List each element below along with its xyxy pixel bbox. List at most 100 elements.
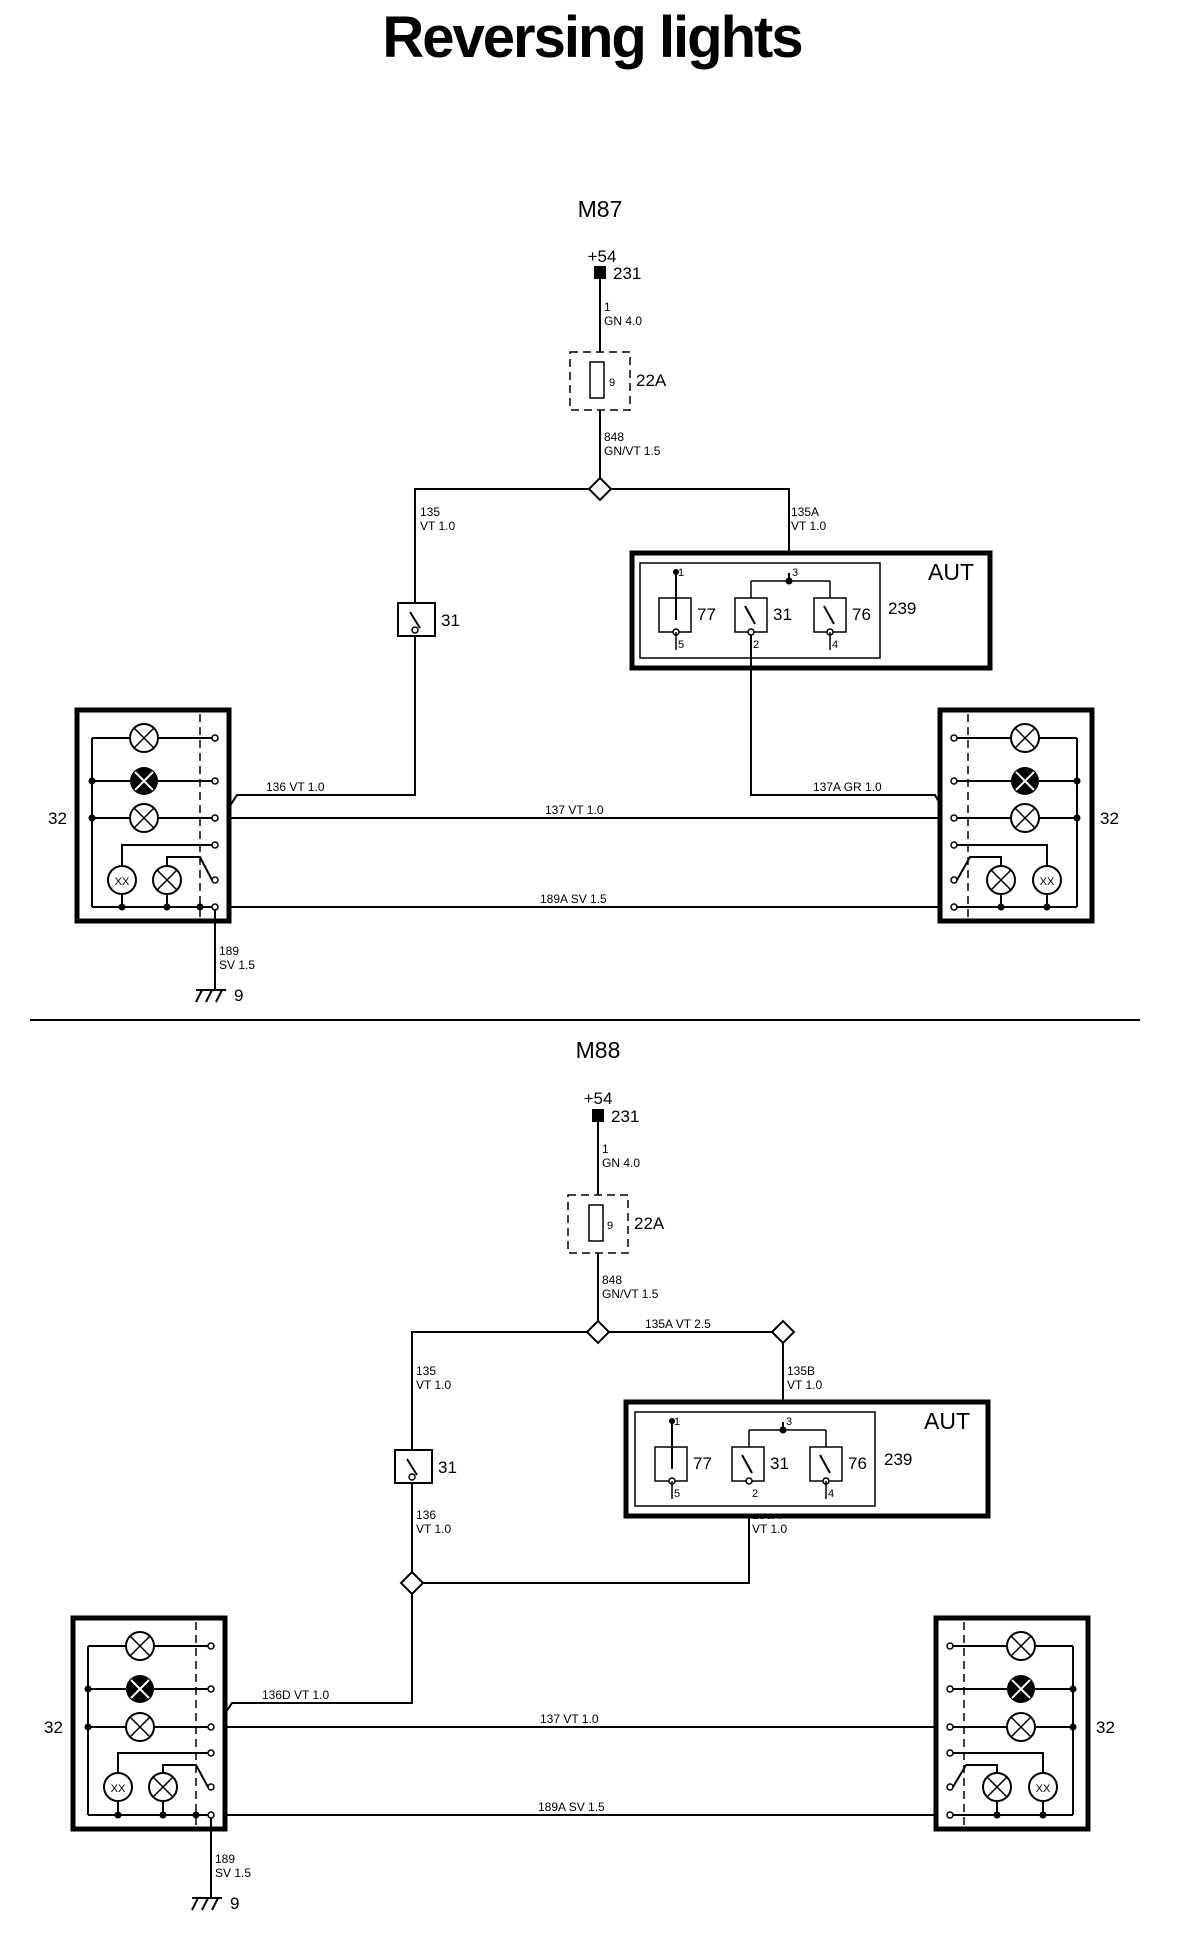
wire: [215, 1594, 413, 1728]
aut-contact-label: 31: [773, 605, 792, 624]
page-title: Reversing lights: [382, 5, 803, 70]
supply-node-label: 231: [613, 264, 641, 283]
supply-label: +54: [588, 247, 617, 266]
wire-label: 135A VT 2.5: [645, 1317, 711, 1331]
wire: [611, 488, 790, 573]
reverse-switch: [394, 1449, 433, 1484]
aut-inner-box: [639, 562, 881, 659]
model-label: M87: [578, 196, 623, 222]
switch-label: 31: [438, 1458, 457, 1477]
aut-pin: 4: [828, 1488, 834, 1500]
wire-label: 137A GR 1.0: [813, 780, 882, 794]
splice-node: [399, 1570, 425, 1596]
fuse-number: 9: [609, 377, 615, 389]
switch-contact-icon: [409, 611, 421, 629]
fuse-box: [567, 1194, 629, 1254]
aut-unit-box: [629, 550, 993, 671]
wire-label: 136 VT 1.0: [266, 780, 325, 794]
fuse-label: 22A: [634, 1214, 665, 1233]
aut-pin: 1: [678, 567, 684, 579]
wire-spec: VT 1.0: [416, 1522, 451, 1536]
lamp-unit-left: XX: [74, 707, 232, 924]
aut-contact-76: [809, 1430, 843, 1499]
switch-label: 31: [441, 611, 460, 630]
aut-contact-label: 76: [848, 1454, 867, 1473]
aut-contact-31: [731, 1430, 765, 1485]
aut-label: AUT: [924, 1408, 970, 1434]
aut-contact-label: 31: [770, 1454, 789, 1473]
aut-pin: 2: [753, 639, 759, 651]
aut-contact-77: [654, 1418, 688, 1499]
aut-pin: 3: [792, 567, 798, 579]
section-m87: M87 +54 231 1 GN 4.0 9 22A 848 GN/VT 1.5…: [48, 196, 1119, 1005]
wire-spec: SV 1.5: [219, 958, 255, 972]
model-label: M88: [576, 1037, 621, 1063]
splice-node: [587, 476, 613, 502]
fuse-icon: [588, 1204, 604, 1242]
aut-number: 239: [884, 1450, 912, 1469]
aut-contact-label: 77: [693, 1454, 712, 1473]
fuse-number: 9: [607, 1220, 613, 1232]
aut-contact-76: [813, 581, 847, 650]
aut-pin: 2: [752, 1488, 758, 1500]
reverse-switch: [397, 602, 436, 637]
fuse-icon: [589, 361, 605, 399]
lamp-unit-label: 32: [48, 809, 67, 828]
wire-spec: GN/VT 1.5: [604, 444, 661, 458]
wire-label: 189A SV 1.5: [538, 1800, 605, 1814]
switch-contact-icon: [406, 1458, 418, 1476]
aut-pin: 4: [832, 639, 838, 651]
aut-label: AUT: [928, 559, 974, 585]
wire-number: 135A: [791, 505, 819, 519]
wire-number: 1: [604, 300, 611, 314]
ground-label: 9: [234, 986, 243, 1005]
lamp-unit-label: 32: [1096, 1718, 1115, 1737]
aut-contact-label: 76: [852, 605, 871, 624]
wire-spec: VT 1.0: [752, 1522, 787, 1536]
lamp-unit-left: XX: [70, 1615, 228, 1832]
supply-terminal: [592, 1109, 604, 1122]
fuse-box: [569, 351, 631, 411]
ground-icon: [191, 1897, 222, 1911]
wire-number: 848: [602, 1273, 622, 1287]
wire-spec: GN 4.0: [602, 1156, 640, 1170]
wire-spec: VT 1.0: [420, 519, 455, 533]
wire-number: 848: [604, 430, 624, 444]
section-m88: M88 +54 231 1 GN 4.0 9 22A 848 GN/VT 1.5…: [44, 1037, 1115, 1913]
wire-label: 137 VT 1.0: [540, 1712, 599, 1726]
svg-text:XX: XX: [111, 1783, 126, 1795]
svg-text:XX: XX: [115, 876, 130, 888]
splice-node: [585, 1319, 611, 1345]
supply-label: +54: [584, 1089, 613, 1108]
wire-spec: VT 1.0: [416, 1378, 451, 1392]
wire-spec: VT 1.0: [787, 1378, 822, 1392]
lamp-unit-right: XX: [933, 1615, 1091, 1832]
svg-text:XX: XX: [1040, 876, 1055, 888]
ground-label: 9: [230, 1894, 239, 1913]
aut-contact-77: [658, 569, 692, 650]
ground-icon: [195, 989, 226, 1003]
lamp-unit-right: XX: [937, 707, 1095, 924]
lamp-unit-label: 32: [1100, 809, 1119, 828]
aut-pin: 3: [786, 1416, 792, 1428]
wire-spec: SV 1.5: [215, 1866, 251, 1880]
fuse-label: 22A: [636, 371, 667, 390]
terminal-icon: [408, 1473, 416, 1481]
aut-number: 239: [888, 599, 916, 618]
aut-contact-label: 77: [697, 605, 716, 624]
aut-pin: 1: [674, 1416, 680, 1428]
wire-label: 137 VT 1.0: [545, 803, 604, 817]
wire-number: 1: [602, 1142, 609, 1156]
wire-number: 136: [416, 1508, 436, 1522]
wire-number: 135: [420, 505, 440, 519]
wire-number: 189: [219, 944, 239, 958]
aut-pin: 5: [678, 639, 684, 651]
aut-pin: 5: [674, 1488, 680, 1500]
wire-label: 189A SV 1.5: [540, 892, 607, 906]
splice-node: [770, 1319, 796, 1345]
terminal-icon: [411, 626, 419, 634]
wire-spec: GN 4.0: [604, 314, 642, 328]
svg-text:XX: XX: [1036, 1783, 1051, 1795]
wire-number: 189: [215, 1852, 235, 1866]
